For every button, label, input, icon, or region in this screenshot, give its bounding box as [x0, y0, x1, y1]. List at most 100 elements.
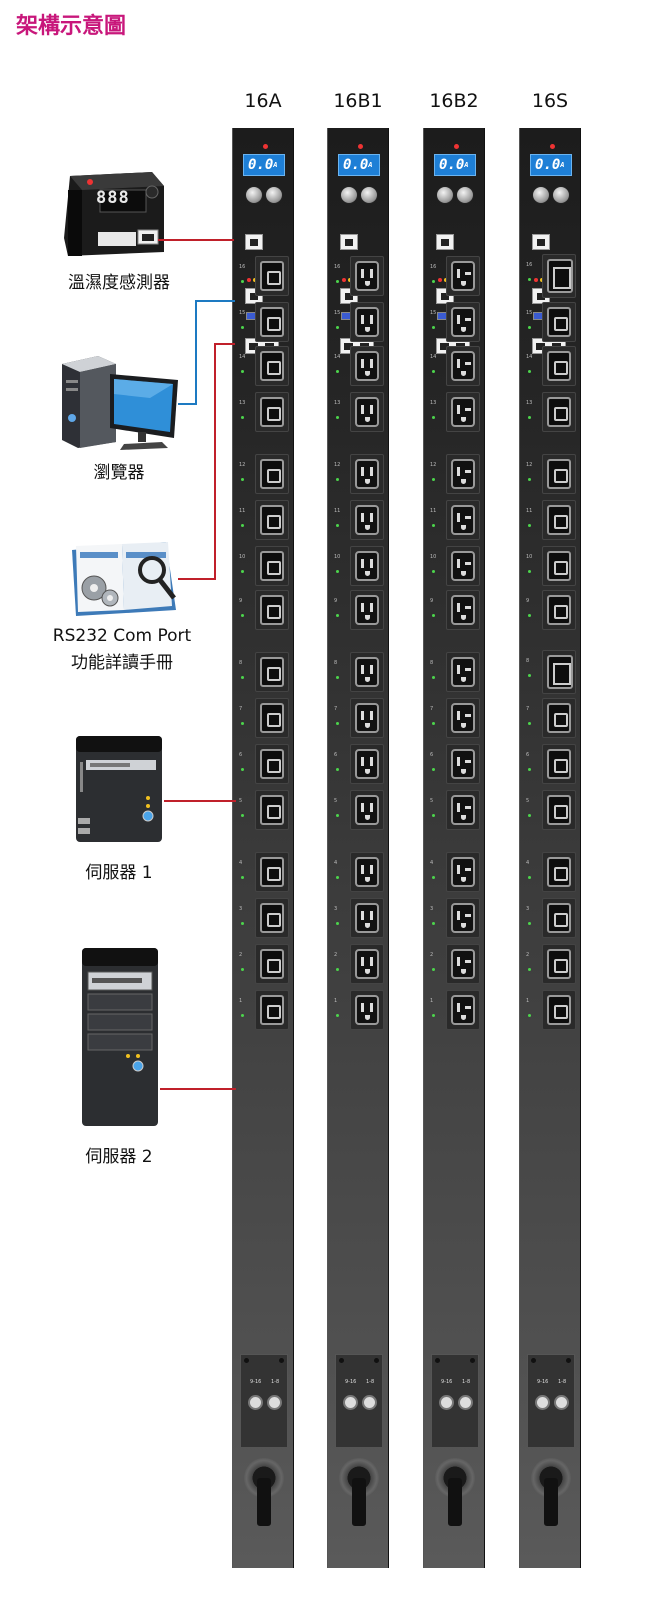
16b2-outlet-3-socket — [451, 903, 475, 933]
16s-status-led-red — [534, 278, 538, 282]
16b2-outlet-6-ground — [461, 769, 466, 774]
rs232-wire-bottom — [178, 578, 216, 580]
16b1-outlet-number-16: 16 — [334, 264, 341, 270]
16b2-breaker-button-1[interactable] — [439, 1395, 454, 1410]
16b1-outlet-number-1: 1 — [334, 998, 338, 1004]
16s-outlet-led-1 — [528, 1014, 531, 1017]
16s-breaker-button-1[interactable] — [535, 1395, 550, 1410]
16a-outlet-10 — [255, 546, 289, 586]
16a-outlet-7-socket — [260, 703, 284, 733]
16b1-sensor-port[interactable] — [340, 234, 358, 250]
16s-scan-button[interactable] — [532, 186, 550, 204]
16b2-outlet-number-7: 7 — [430, 706, 434, 712]
16b2-outlet-number-1: 1 — [430, 998, 434, 1004]
16s-outlet-led-3 — [528, 922, 531, 925]
16b2-outlet-number-16: 16 — [430, 264, 437, 270]
16b1-outlet-number-12: 12 — [334, 462, 341, 468]
16b2-breaker-screw-tr — [470, 1358, 475, 1363]
16s-outlet-led-10 — [528, 570, 531, 573]
16b2-outlet-6 — [446, 744, 480, 784]
16b1-breaker-screw-tl — [339, 1358, 344, 1363]
16b1-outlet-number-15: 15 — [334, 310, 341, 316]
16s-outlet-8-socket — [547, 655, 573, 689]
16s-outlet-led-11 — [528, 524, 531, 527]
16s-outlet-number-16: 16 — [526, 262, 533, 268]
16b1-outlet-7-socket — [355, 703, 379, 733]
16a-outlet-number-4: 4 — [239, 860, 243, 866]
column-header-16b2: 16B2 — [429, 90, 479, 112]
16s-open-button[interactable] — [552, 186, 570, 204]
16s-outlet-1 — [542, 990, 576, 1030]
16b2-scan-button[interactable] — [436, 186, 454, 204]
16b2-outlet-15 — [446, 302, 480, 342]
16s-outlet-led-5 — [528, 814, 531, 817]
16s-current-display: 0.0A — [530, 154, 572, 176]
16a-outlet-14 — [255, 346, 289, 386]
16b2-open-button[interactable] — [456, 186, 474, 204]
16b2-outlet-16-socket — [451, 261, 475, 291]
16a-outlet-4 — [255, 852, 289, 892]
column-header-16s: 16S — [531, 90, 569, 112]
16a-outlet-5-socket — [260, 795, 284, 825]
16a-breaker-button-1[interactable] — [248, 1395, 263, 1410]
16b1-outlet-number-3: 3 — [334, 906, 338, 912]
16b1-outlet-led-15 — [336, 326, 339, 329]
16a-scan-button[interactable] — [245, 186, 263, 204]
16s-outlet-led-13 — [528, 416, 531, 419]
16s-outlet-16-socket — [547, 259, 573, 293]
16a-outlet-13-socket — [260, 397, 284, 427]
16b2-sensor-port[interactable] — [436, 234, 454, 250]
16a-sensor-port[interactable] — [245, 234, 263, 250]
16b1-outlet-number-14: 14 — [334, 354, 341, 360]
16b2-outlet-3-ground — [461, 923, 466, 928]
16a-breaker-button-2[interactable] — [267, 1395, 282, 1410]
16s-outlet-7 — [542, 698, 576, 738]
16s-outlet-led-15 — [528, 326, 531, 329]
16s-outlet-7-socket — [547, 703, 571, 733]
16a-outlet-2 — [255, 944, 289, 984]
16a-outlet-number-2: 2 — [239, 952, 243, 958]
16s-outlet-15 — [542, 302, 576, 342]
16b2-outlet-led-14 — [432, 370, 435, 373]
16s-outlet-16 — [542, 254, 576, 298]
16b1-outlet-12 — [350, 454, 384, 494]
16b1-current-value: 0.0 — [343, 157, 369, 173]
network-wire-bottom — [178, 403, 197, 405]
16s-outlet-10 — [542, 546, 576, 586]
16b1-scan-button[interactable] — [340, 186, 358, 204]
16b1-open-button[interactable] — [360, 186, 378, 204]
16s-outlet-3-socket — [547, 903, 571, 933]
16b2-outlet-number-13: 13 — [430, 400, 437, 406]
16b1-current-unit: A — [368, 161, 373, 169]
16b2-breaker-button-2[interactable] — [458, 1395, 473, 1410]
16b2-power-cord — [448, 1478, 462, 1526]
16s-breaker-button-2[interactable] — [554, 1395, 569, 1410]
16a-outlet-led-16 — [241, 280, 244, 283]
16b1-outlet-5-socket — [355, 795, 379, 825]
16a-open-button[interactable] — [265, 186, 283, 204]
16s-alarm-led — [550, 144, 555, 149]
16a-outlet-number-9: 9 — [239, 598, 243, 604]
16b2-outlet-5-ground — [461, 815, 466, 820]
16b2-outlet-number-12: 12 — [430, 462, 437, 468]
16s-outlet-9 — [542, 590, 576, 630]
16b1-breaker-button-2[interactable] — [362, 1395, 377, 1410]
16a-outlet-15 — [255, 302, 289, 342]
16a-outlet-15-socket — [260, 307, 284, 337]
16b2-current-value: 0.0 — [439, 157, 465, 173]
16s-outlet-number-14: 14 — [526, 354, 533, 360]
16b1-status-led-red — [342, 278, 346, 282]
16b1-outlet-led-6 — [336, 768, 339, 771]
16b1-outlet-number-5: 5 — [334, 798, 338, 804]
16s-sensor-port[interactable] — [532, 234, 550, 250]
16b2-outlet-led-2 — [432, 968, 435, 971]
computer-icon — [62, 356, 178, 450]
16s-outlet-5 — [542, 790, 576, 830]
16s-outlet-number-6: 6 — [526, 752, 530, 758]
16b2-outlet-led-1 — [432, 1014, 435, 1017]
16a-outlet-number-10: 10 — [239, 554, 246, 560]
16b1-outlet-led-13 — [336, 416, 339, 419]
16b1-outlet-number-2: 2 — [334, 952, 338, 958]
16b1-breaker-button-1[interactable] — [343, 1395, 358, 1410]
